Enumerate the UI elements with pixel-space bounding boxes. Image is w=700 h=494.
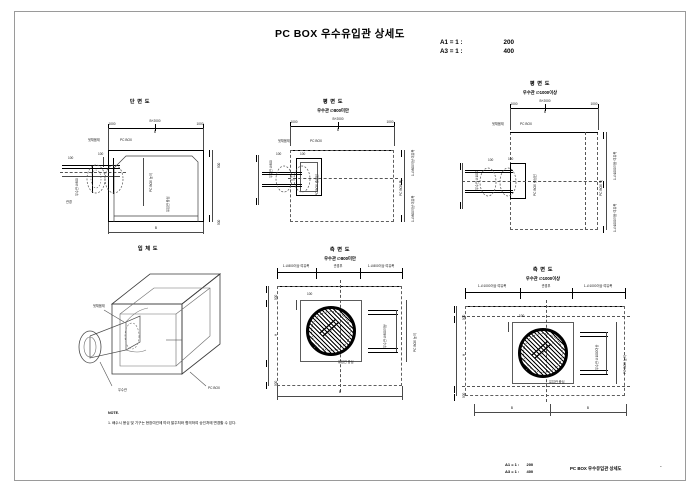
bm-right-v2: 우수관 ∅800이상 [383, 324, 387, 348]
tb-scale-a1-value: 200 [526, 462, 534, 467]
br-bottom-dim-right: B [586, 406, 590, 410]
bl-pcbox-label: PC BOX [208, 386, 221, 390]
br-left-mid: H [462, 353, 466, 356]
br-bottom-dim-left: B [510, 406, 514, 410]
tl-inner-height: PC BOX 높이 [149, 173, 153, 192]
br-right-v2: 우수관 ∅1000이상 [595, 344, 599, 370]
scale-a3-value: 400 [503, 48, 514, 55]
note-block: NOTE. 1. 배수시 용심 및 기구는 현장여건에 따라 발주처와 협의하여… [108, 410, 236, 427]
tr-backfill-label: 뒷채움재 [492, 122, 504, 126]
br-dim-center: 관경부 [541, 284, 551, 288]
tm-dim-100b: 100 [300, 152, 306, 156]
tr-dim-right: 1000 [590, 102, 598, 106]
tb-drawing-name: PC BOX 우수유입관 상세도 [570, 466, 622, 471]
tm-dim-right-lower: 1-∅800이상 여유폭 [411, 195, 415, 222]
drawing-title: PC BOX 우수유입관 상세도 [275, 28, 405, 40]
tl-dim-total: B+2000 [149, 119, 161, 123]
tl-dim-right-upper: 500 [217, 162, 221, 168]
bm-pipe-note: 유입관 중심 [338, 360, 354, 364]
tr-dim-b: B [543, 110, 547, 114]
tb-scale-a1-label: A1 = 1 : [505, 462, 520, 467]
br-dim-left: 1-∅1000이상 여유폭 [477, 284, 507, 288]
panel-top-mid-title: 평 면 도 [322, 99, 344, 105]
panel-bottom-mid-title: 측 면 도 [329, 247, 351, 253]
tm-dim-100: 100 [276, 152, 282, 156]
tm-backfill-label: 뒷채움재 [278, 139, 290, 143]
tl-dim-b: B [153, 130, 157, 134]
bm-right-v: PC BOX 높이 [413, 333, 417, 352]
bm-dim-right: 1-∅800이상 여유폭 [367, 264, 395, 268]
tl-pipe-spec: 우수관 ∅800 [75, 178, 79, 196]
tm-pcbox-label: PC BOX [310, 139, 323, 143]
tr-pcbox-label: PC BOX [520, 122, 533, 126]
tb-scale-a3-label: A3 = 1 : [505, 469, 520, 474]
tr-dim-100: 100 [488, 158, 494, 162]
br-right-v: PC BOX 높이 [623, 355, 627, 374]
tb-sheet-mark: - [660, 464, 662, 470]
scale-a3-label: A3 = 1 : [440, 48, 463, 55]
tl-pipe-top-tag: 100 [68, 156, 74, 160]
br-dim-100: 100 [519, 314, 525, 318]
scale-a1-label: A1 = 1 : [440, 39, 463, 46]
tm-dim-width: PC BOX 폭 [399, 180, 403, 196]
tm-dim-b: B [336, 128, 340, 132]
tm-dim-total: B+2000 [332, 117, 344, 121]
br-dim-right: 1-∅1000이상 여유폭 [583, 284, 613, 288]
tl-backfill-label: 뒷채움재 [88, 138, 100, 142]
tl-dim-left: 1000 [108, 122, 116, 126]
tm-center-line: PC BOX 중심선 [315, 174, 319, 196]
tm-dim-left: 1000 [290, 120, 298, 124]
tr-dim-width: PC BOX 폭 [599, 180, 603, 196]
tl-bottom-dim: B [154, 226, 158, 230]
panel-top-mid-subtitle: 우수관 ∅800미만 [317, 108, 349, 113]
br-left-top: 500 [462, 314, 466, 320]
bl-backfill-label: 뒷채움재 [93, 304, 105, 308]
br-pipe-note: 유입관 중심 [549, 380, 565, 384]
br-left-bot: 500 [462, 392, 466, 398]
tl-dim-right: 1000 [196, 122, 204, 126]
bm-left-top: 500 [274, 294, 278, 300]
tb-scale-a3-value: 400 [526, 469, 534, 474]
tl-inner-center: 유입관 중심 [166, 196, 170, 212]
isometric-box-drawing [78, 273, 222, 387]
note-item-1: 1. 배수시 용심 및 기구는 현장여건에 따라 발주처와 협의하여 승인처에 … [108, 421, 237, 425]
tm-dim-right: 1000 [386, 120, 394, 124]
tr-pipe-spec: 우수관 ∅1000 [475, 170, 479, 190]
tl-pipe-tag: 관경 [66, 200, 72, 204]
tr-dim-right-lower: 1-∅1000이상 여유폭 [613, 203, 617, 232]
tl-pcbox-label: PC BOX [120, 138, 133, 142]
tr-dim-left: 1000 [510, 102, 518, 106]
panel-bottom-mid-subtitle: 우수관 ∅800미만 [324, 256, 356, 261]
panel-bottom-left-title: 입 체 도 [137, 246, 159, 252]
scale-a1-value: 200 [503, 39, 514, 46]
scale-block: A1 = 1 : 200 A3 = 1 : 400 [440, 38, 514, 56]
tm-pipe-spec: 우수관 ∅800 [269, 160, 273, 178]
panel-bottom-right-subtitle: 우수관 ∅1000이상 [525, 276, 561, 281]
tr-dim-100b: 100 [508, 157, 514, 161]
panel-top-left-title: 단 면 도 [129, 99, 151, 105]
bm-left-mid: H [274, 333, 278, 336]
bm-bottom-dim: B [338, 390, 342, 394]
tr-dim-right-upper: 1-∅1000이상 여유폭 [613, 151, 617, 180]
tl-dim-right-lower: 500 [217, 219, 221, 225]
sheet-border [14, 11, 686, 481]
panel-bottom-right-title: 측 면 도 [532, 267, 554, 273]
panel-top-right-subtitle: 우수관 ∅1000이상 [522, 90, 558, 95]
tr-center-line: PC BOX 중심선 [533, 174, 537, 196]
bl-pipe-label: 우수관 [118, 388, 127, 392]
note-heading: NOTE. [108, 411, 119, 415]
tl-dim-100: 100 [98, 152, 104, 156]
bm-dim-center: 관경부 [333, 264, 343, 268]
bm-dim-left: 1-∅800이상 여유폭 [282, 264, 310, 268]
tm-dim-right-upper: 1-∅800이상 여유폭 [411, 149, 415, 176]
panel-top-right-title: 평 면 도 [529, 81, 551, 87]
tr-dim-total: B+2000 [539, 99, 551, 103]
bm-dim-100: 100 [307, 292, 313, 296]
